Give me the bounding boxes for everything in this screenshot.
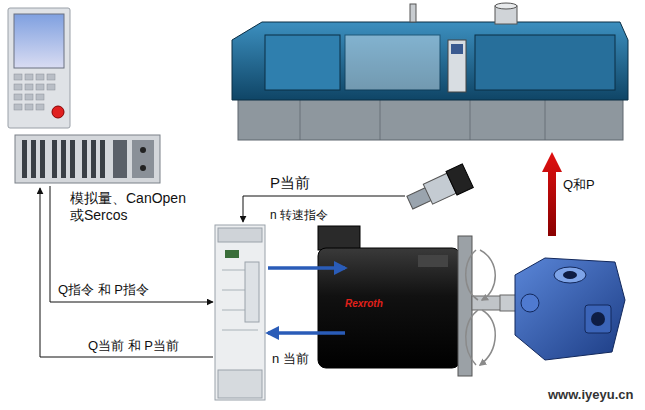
motor-body xyxy=(318,248,460,368)
signal-wires xyxy=(40,186,405,357)
command-wire xyxy=(50,186,213,302)
hmi-panel xyxy=(8,8,70,128)
pump-body xyxy=(515,258,625,360)
pump-port-hole xyxy=(563,271,577,279)
pump-shaft xyxy=(500,295,516,311)
machine-window xyxy=(345,35,440,90)
emergency-stop xyxy=(52,106,64,118)
speed-arrows xyxy=(268,268,345,333)
machine-body xyxy=(232,22,628,100)
hydraulic-pump xyxy=(500,258,625,360)
control-panel xyxy=(448,40,466,92)
flow-arrow xyxy=(542,152,562,236)
pump-port xyxy=(585,305,611,333)
pressure-feedback-wire xyxy=(243,196,405,222)
pump-port-hole xyxy=(591,312,605,326)
actual-value-wire xyxy=(40,188,213,357)
drive-top xyxy=(218,228,262,242)
drive-terminal xyxy=(245,262,259,322)
injection-molding-machine xyxy=(232,3,628,140)
hmi-keys xyxy=(14,74,55,110)
rack-body xyxy=(15,135,160,183)
hmi-screen xyxy=(14,14,64,68)
rack-connector xyxy=(140,165,146,171)
signal-name: n 当前 xyxy=(272,351,309,367)
signal-name: Q和P xyxy=(563,177,595,193)
drive-display xyxy=(225,250,239,258)
brand-logo: Rexroth xyxy=(345,298,383,310)
plc-rack xyxy=(15,135,160,183)
speed-feedback-arrow xyxy=(268,331,345,335)
rack-connector xyxy=(140,147,146,153)
control-screen xyxy=(451,44,463,54)
signal-name: Q当前 和 P当前 xyxy=(88,338,179,354)
bus-note: 模拟量、CanOpen 或Sercos xyxy=(70,190,190,224)
drive-bottom xyxy=(218,370,262,398)
signal-name: Q指令 和 P指令 xyxy=(58,282,149,298)
pump-port xyxy=(554,267,586,283)
motor-plate xyxy=(418,255,448,267)
machine-guard xyxy=(265,35,340,90)
machine-base xyxy=(238,95,623,140)
drive-body xyxy=(215,225,265,400)
pump-hub xyxy=(521,294,539,312)
rotation-arrows xyxy=(466,250,496,365)
signal-name: P当前 xyxy=(270,174,310,192)
pressure-sensor xyxy=(404,164,473,215)
servo-motor xyxy=(318,226,502,376)
hopper-top xyxy=(495,3,517,9)
sensor-connector xyxy=(446,164,473,195)
injection-unit xyxy=(475,35,615,90)
speed-command-arrow xyxy=(268,266,345,270)
watermark: www.iyeyu.cn xyxy=(548,387,634,403)
servo-drive xyxy=(215,225,265,400)
machine-base-doors xyxy=(300,95,545,140)
hmi-body xyxy=(8,8,70,128)
motor-connector xyxy=(318,226,360,250)
machine-pipe xyxy=(410,4,416,22)
rack-modules xyxy=(22,140,154,178)
signal-name: n 转速指令 xyxy=(270,208,328,222)
